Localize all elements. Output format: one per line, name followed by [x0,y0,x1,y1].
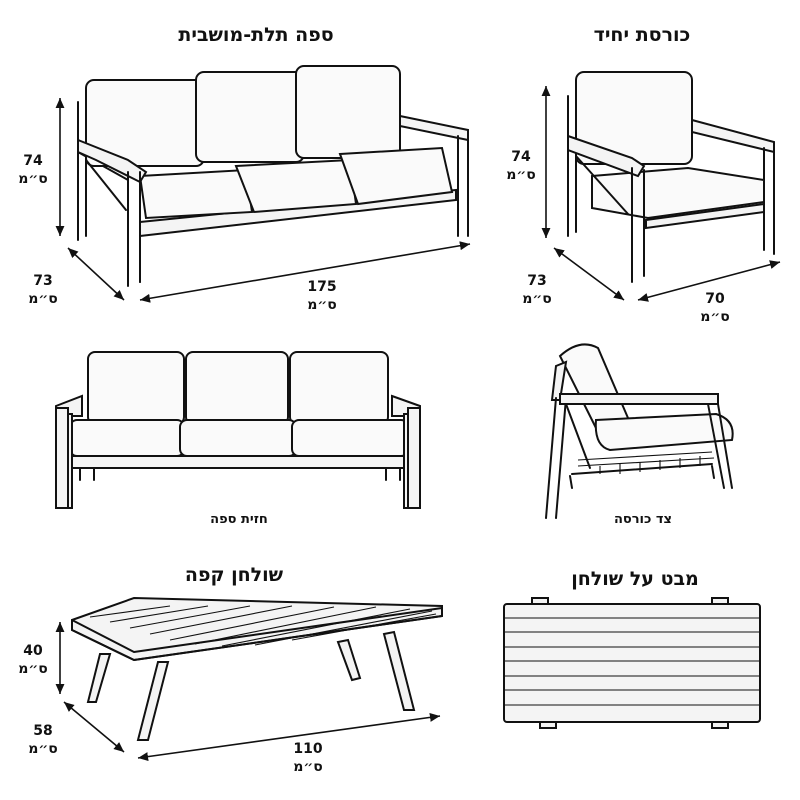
chair-side-view-drawing [545,343,734,519]
chair-width-arrow [637,260,781,302]
table-width-arrow [137,712,441,762]
sofa-depth-arrow [67,247,125,301]
table-top-view-title: מבט על שולחן [571,568,699,590]
chair-side-caption: צד כורסה [613,512,673,527]
dimension-arrows [55,86,781,762]
coffee-table-title: שולחן קפה [184,564,284,586]
table-top-view-drawing [503,597,761,729]
sofa-front-caption: חזית ספה [210,512,268,527]
armchair-drawing [567,71,775,283]
coffee-table-drawing [71,596,443,741]
sofa-title: ספה תלת-מושבית [178,24,334,46]
table-depth-arrow [63,701,125,753]
three-seat-sofa-drawing [77,65,469,287]
sofa-width-arrow [139,241,471,303]
chair-depth-arrow [553,247,625,301]
armchair-title: כורסת יחיד [593,24,691,46]
sofa-front-view-drawing [55,351,421,509]
